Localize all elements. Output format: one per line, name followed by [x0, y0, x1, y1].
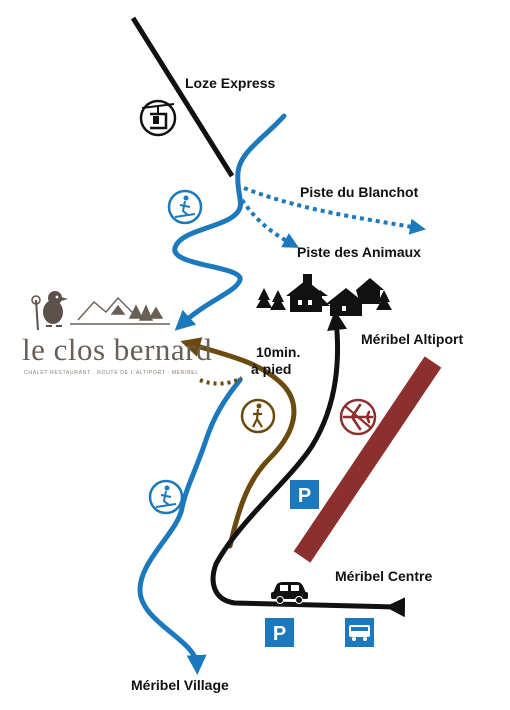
logo-mountains: [70, 296, 170, 325]
runway: [293, 356, 442, 563]
parking-icon: P: [265, 618, 294, 647]
airplane-icon: [339, 398, 377, 436]
walk-route: [180, 337, 297, 549]
parking-icon: P: [290, 480, 319, 509]
piste-animaux-route: [240, 198, 300, 248]
piste-blanchot-route: [243, 186, 426, 235]
label-piste-animaux: Piste des Animaux: [297, 244, 421, 260]
bus-icon: [345, 618, 374, 647]
restaurant-logo: le clos bernard CHALET RESTAURANT · ROUT…: [18, 292, 211, 392]
chairlift-line: [130, 16, 235, 178]
walk-route-dotted: [199, 376, 243, 386]
pedestrian-icon: [240, 398, 276, 434]
chairlift-icon: [139, 99, 177, 137]
chalet-icon: [256, 274, 392, 316]
ski-route-lower: [137, 377, 243, 675]
label-meribel-altiport: Méribel Altiport: [361, 331, 464, 347]
logo-name: le clos bernard: [22, 332, 212, 367]
road: [210, 310, 406, 618]
label-meribel-village: Méribel Village: [131, 677, 229, 693]
parking-letter: P: [298, 485, 311, 507]
car-icon: [271, 582, 308, 604]
label-loze-express: Loze Express: [185, 75, 276, 91]
logo-tagline: CHALET RESTAURANT · ROUTE DE L'ALTIPORT …: [24, 370, 199, 376]
label-walk-time-suffix: à pied: [251, 361, 292, 377]
label-piste-blanchot: Piste du Blanchot: [300, 184, 419, 200]
logo-mascot: [31, 291, 68, 331]
skier-icon: [167, 189, 203, 225]
label-walk-time: 10min.: [256, 344, 301, 360]
ski-route-upper: [172, 113, 287, 331]
skier-icon: [148, 479, 184, 515]
parking-letter: P: [273, 623, 286, 645]
label-meribel-centre: Méribel Centre: [335, 568, 433, 584]
